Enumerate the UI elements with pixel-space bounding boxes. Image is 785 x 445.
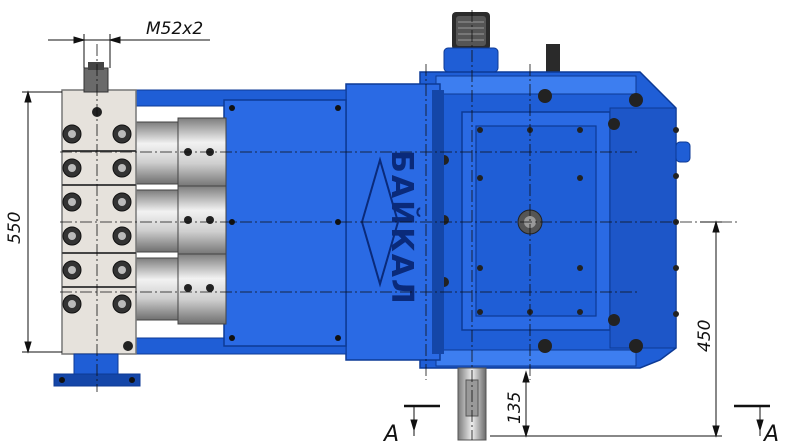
shaft-offset-dimension: 135 (505, 392, 525, 424)
fan-housing (443, 12, 560, 73)
section-label-left: A (382, 422, 399, 445)
crosshead-housing (129, 89, 347, 355)
centre-lines (60, 10, 740, 440)
height-dimension-right: 450 (695, 320, 715, 352)
fluid-end-block (61, 62, 137, 355)
section-label-right: A (762, 422, 779, 445)
thread-dimension: M52x2 (146, 19, 203, 39)
brand-label: БАЙКАЛ (384, 150, 420, 306)
crankcase-body (419, 71, 691, 369)
height-dimension-left: 550 (5, 212, 25, 244)
plungers (133, 117, 227, 325)
dimension-lines (22, 34, 770, 438)
